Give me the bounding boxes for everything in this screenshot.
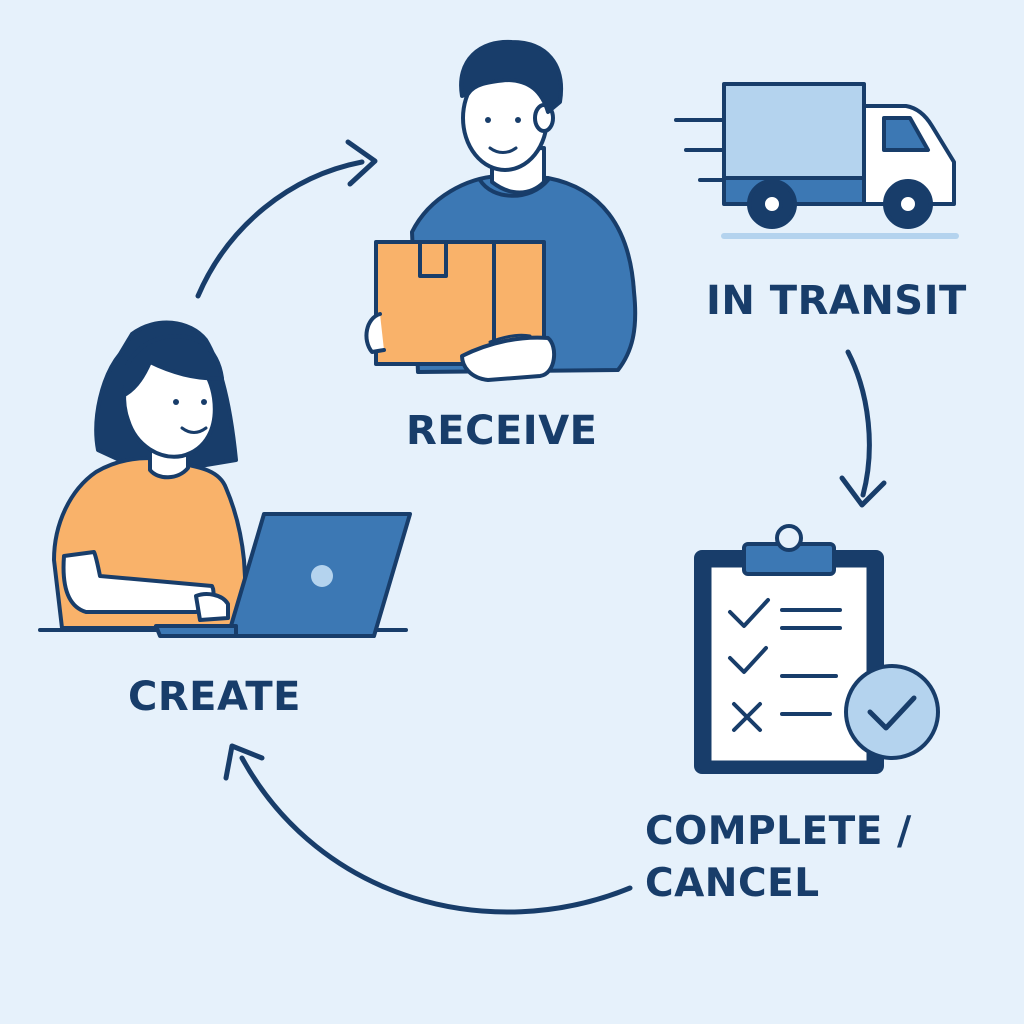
check-badge-mark (867, 695, 917, 731)
stage-label-complete-cancel: COMPLETE / CANCEL (645, 806, 912, 910)
checklist-x-mark (732, 702, 762, 732)
clipboard-clip-ring (775, 524, 803, 552)
creator-eye-left (173, 399, 179, 405)
person-holding-box-icon (364, 39, 638, 382)
stage-label-complete-line2: CANCEL (645, 861, 820, 906)
check-badge-icon (844, 664, 940, 760)
creator-hair-front (124, 334, 224, 396)
receiver-eye-left (485, 117, 491, 123)
creator-eye-right (201, 399, 207, 405)
truck-wheel-rear-hub (761, 193, 783, 215)
person-with-laptop-icon (38, 320, 412, 638)
laptop-base (154, 624, 238, 638)
package-box-tape (418, 240, 448, 278)
arrow-transit-to-complete (845, 349, 872, 498)
arrow-create-to-receive (195, 159, 365, 299)
laptop-logo (311, 565, 333, 587)
truck-window (882, 116, 930, 152)
clipboard-checklist-icon (694, 524, 940, 774)
arrow-complete-to-create (239, 755, 633, 915)
checklist-check-2 (728, 646, 768, 674)
cycle-arrows (195, 139, 887, 915)
stage-label-create: CREATE (128, 674, 301, 720)
receiver-eye-right (515, 117, 521, 123)
receiver-smile (488, 146, 518, 154)
receiver-left-hand (364, 312, 386, 354)
truck-cargo (722, 82, 866, 192)
arrowhead-receive (345, 139, 378, 187)
checklist-check-1 (728, 598, 770, 628)
truck-wheel-front-hub (897, 193, 919, 215)
arrowhead-create (223, 743, 265, 781)
receiver-thumb (488, 333, 532, 344)
receiver-hair (459, 39, 564, 114)
stage-label-complete-line1: COMPLETE / (645, 809, 912, 854)
stage-label-in-transit: IN TRANSIT (706, 278, 967, 324)
creator-hand (194, 592, 230, 622)
receiver-right-hand (460, 335, 557, 382)
stage-label-receive: RECEIVE (406, 408, 598, 454)
arrowhead-complete (839, 475, 887, 508)
creator-smile (180, 426, 208, 434)
delivery-truck-icon (674, 82, 959, 239)
